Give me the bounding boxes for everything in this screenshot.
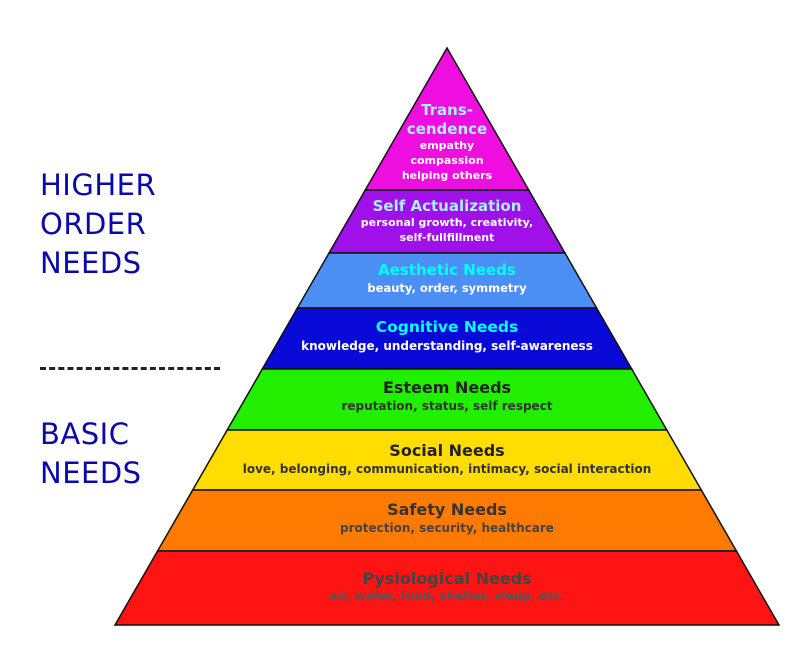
level-detail: self-fullfillment: [400, 231, 495, 244]
level-title: Pysiological Needs: [362, 569, 531, 588]
level-detail: personal growth, creativity,: [361, 216, 533, 229]
level-detail: love, belonging, communication, intimacy…: [243, 462, 652, 476]
needs-divider: [40, 367, 220, 370]
level-title: Esteem Needs: [383, 378, 511, 397]
level-title: cendence: [407, 120, 487, 138]
level-detail: empathy: [420, 139, 474, 152]
level-title: Self Actualization: [373, 197, 522, 215]
pyramid-level-8: [113, 550, 781, 626]
level-detail: knowledge, understanding, self-awareness: [301, 339, 593, 353]
level-title: Aesthetic Needs: [378, 261, 516, 279]
level-title: Safety Needs: [387, 500, 507, 519]
level-detail: air, water, food, shelter, sleep, etc.: [329, 589, 564, 603]
level-detail: helping others: [402, 169, 493, 182]
level-detail: reputation, status, self respect: [341, 399, 552, 413]
level-title: Cognitive Needs: [376, 318, 519, 336]
higher-order-needs-label: HIGHER ORDER NEEDS: [40, 168, 157, 280]
level-title: Trans-: [421, 101, 473, 119]
level-detail: compassion: [410, 154, 483, 167]
level-title: Social Needs: [389, 441, 504, 460]
basic-needs-label: BASIC NEEDS: [40, 417, 142, 490]
level-detail: beauty, order, symmetry: [367, 281, 527, 295]
level-detail: protection, security, healthcare: [340, 521, 554, 535]
pyramid-level-6: [191, 429, 703, 491]
